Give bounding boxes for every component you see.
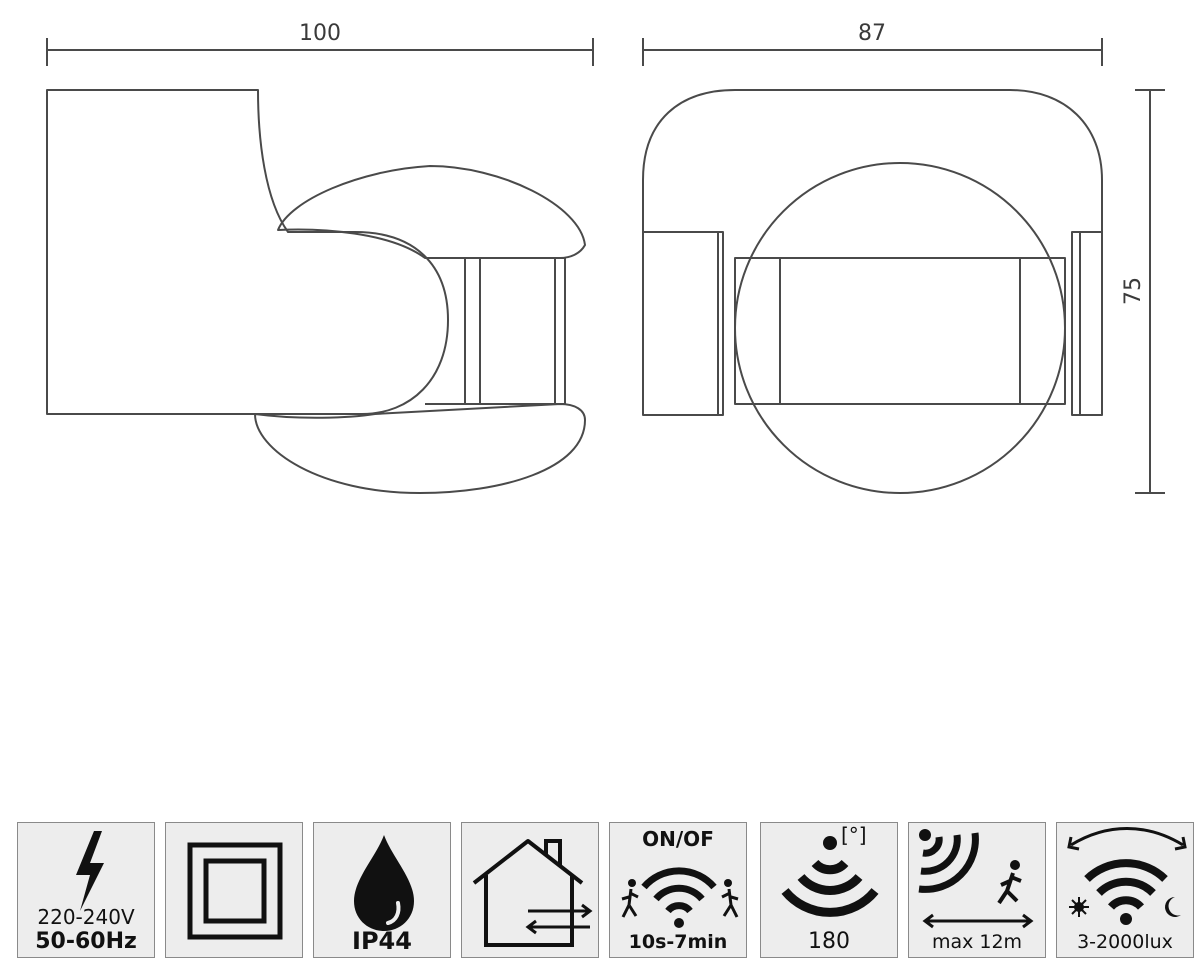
detection-angle-icon bbox=[781, 836, 879, 917]
house-wiring-icon bbox=[472, 839, 593, 947]
lightning-icon bbox=[76, 831, 104, 911]
dimension-line-side bbox=[46, 38, 594, 66]
feature-tile-range: max 12m bbox=[908, 822, 1046, 958]
motion-time-label: 10s-7min bbox=[628, 931, 728, 953]
light-sensor-icon bbox=[1067, 827, 1187, 925]
feature-tile-wiring bbox=[461, 822, 599, 958]
feature-tile-insulation bbox=[165, 822, 303, 958]
dimension-line-front bbox=[642, 38, 1103, 66]
ip-rating-label: IP44 bbox=[352, 927, 412, 955]
angle-unit-label: [°] bbox=[841, 823, 867, 847]
dimension-label-height: 75 bbox=[1121, 277, 1146, 305]
front-view bbox=[642, 89, 1103, 494]
motion-detection-icon bbox=[621, 867, 739, 928]
detection-range-icon bbox=[918, 829, 1034, 929]
lux-label: 3-2000lux bbox=[1077, 931, 1173, 953]
angle-value-label: 180 bbox=[808, 929, 850, 954]
side-view bbox=[46, 89, 586, 494]
dimension-label-front: 87 bbox=[858, 21, 886, 46]
double-insulation-icon bbox=[187, 842, 283, 940]
technical-drawing: 100 87 75 bbox=[46, 21, 1165, 494]
water-drop-icon bbox=[354, 835, 414, 931]
feature-tile-angle: [°] 180 bbox=[760, 822, 898, 958]
feature-tile-power: 220-240V 50-60Hz bbox=[17, 822, 155, 958]
feature-tile-motion: ON/OF 10s-7min bbox=[609, 822, 747, 958]
dimension-line-height bbox=[1135, 89, 1165, 494]
power-voltage-label: 220-240V bbox=[37, 905, 135, 929]
feature-tile-light-sensor: 3-2000lux bbox=[1056, 822, 1194, 958]
feature-tile-ip-rating: IP44 bbox=[313, 822, 451, 958]
range-label: max 12m bbox=[931, 931, 1023, 953]
power-frequency-label: 50-60Hz bbox=[35, 929, 137, 954]
motion-onoff-label: ON/OF bbox=[642, 827, 714, 851]
dimension-label-side: 100 bbox=[299, 21, 341, 46]
